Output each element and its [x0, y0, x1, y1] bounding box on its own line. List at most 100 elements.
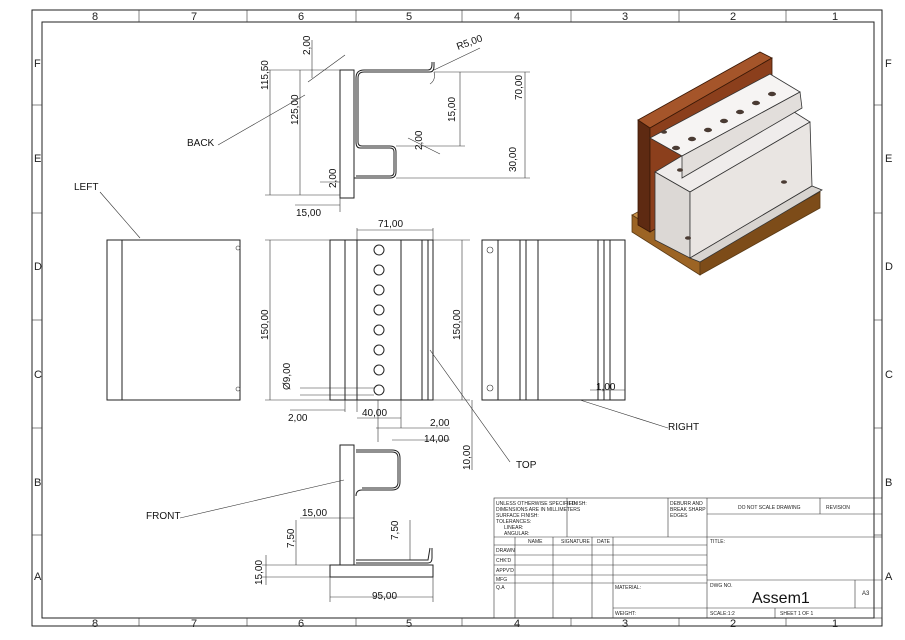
top-view: 71,00 150,00 150,00 Ø9,00 2,00 40,00 2,0… — [260, 219, 537, 471]
zone-row-d-r: D — [885, 261, 893, 273]
tb-material: MATERIAL: — [615, 585, 641, 591]
zone-col-6: 6 — [298, 11, 304, 23]
zone-row-b-r: B — [885, 477, 892, 489]
tb-size: A3 — [862, 591, 870, 597]
iso-holes — [661, 91, 787, 240]
tb-appvd: APPV'D — [496, 568, 514, 574]
dim-r5: R5,00 — [455, 33, 484, 53]
dim-125-00: 125,00 — [290, 94, 301, 125]
left-view: LEFT — [74, 182, 241, 401]
zone-col-1-b: 1 — [832, 618, 838, 630]
tb-tolerances: TOLERANCES: — [496, 519, 531, 525]
zone-row-e: E — [34, 153, 41, 165]
top-view-holes — [373, 244, 385, 396]
tb-sheet: SHEET 1 OF 1 — [780, 611, 813, 617]
zone-col-3: 3 — [622, 11, 628, 23]
dim-95-00: 95,00 — [372, 591, 397, 602]
tb-deburr-2: BREAK SHARP — [670, 507, 706, 513]
zone-col-5: 5 — [406, 11, 412, 23]
dim-2-00-r: 2,00 — [430, 418, 450, 429]
zone-row-c: C — [34, 369, 42, 381]
zone-col-5-b: 5 — [406, 618, 412, 630]
tb-weight: WEIGHT: — [615, 611, 636, 617]
dim-71-00: 71,00 — [378, 219, 403, 230]
zone-row-f: F — [34, 58, 41, 70]
tb-title: TITLE: — [710, 539, 725, 545]
title-block: UNLESS OTHERWISE SPECIFIED: DIMENSIONS A… — [493, 497, 883, 619]
dim-15-00-base: 15,00 — [296, 208, 321, 219]
label-back: BACK — [187, 138, 215, 149]
dim-7-50-b: 7,50 — [390, 520, 401, 540]
tb-name: NAME — [528, 539, 543, 545]
zone-row-b: B — [34, 477, 41, 489]
tb-deburr-1: DEBURR AND — [670, 501, 703, 507]
dim-dia9: Ø9,00 — [282, 362, 293, 390]
tb-revision: REVISION — [826, 505, 850, 511]
dim-14-00: 14,00 — [424, 434, 449, 445]
dim-150-00-left: 150,00 — [260, 309, 271, 340]
tb-drawn: DRAWN — [496, 548, 515, 554]
dim-15-00-side: 15,00 — [447, 97, 458, 122]
label-front: FRONT — [146, 511, 180, 522]
zone-col-3-b: 3 — [622, 618, 628, 630]
zone-row-c-r: C — [885, 369, 893, 381]
dim-150-00-right: 150,00 — [452, 309, 463, 340]
tb-dims-mm: DIMENSIONS ARE IN MILLIMETERS — [496, 507, 581, 513]
zone-col-8: 8 — [92, 11, 98, 23]
zone-labels-bottom: 8 7 6 5 4 3 2 1 — [92, 618, 838, 630]
tb-mfg: MFG — [496, 577, 507, 583]
label-right: RIGHT — [668, 422, 699, 433]
zone-labels-right: F E D C B A — [885, 58, 893, 583]
dim-115-50: 115,50 — [260, 60, 271, 90]
tb-qa: Q.A — [496, 585, 505, 591]
tb-chkd: CHK'D — [496, 558, 512, 564]
tb-do-not-scale: DO NOT SCALE DRAWING — [738, 505, 801, 511]
tb-unless: UNLESS OTHERWISE SPECIFIED: — [496, 501, 577, 507]
tb-drawing-name: Assem1 — [752, 590, 810, 607]
dim-7-50-a: 7,50 — [286, 528, 297, 548]
label-left: LEFT — [74, 182, 98, 193]
dim-2-00-low: 2,00 — [328, 168, 339, 188]
dim-40-00: 40,00 — [362, 408, 387, 419]
zone-col-7-b: 7 — [191, 618, 197, 630]
dim-30-00: 30,00 — [508, 147, 519, 172]
tb-date: DATE — [597, 539, 611, 545]
dim-1-00: 1,00 — [596, 382, 616, 393]
tb-dwg-no: DWG NO. — [710, 583, 733, 589]
tb-angular: ANGULAR: — [504, 531, 530, 537]
zone-row-f-r: F — [885, 58, 892, 70]
label-top: TOP — [516, 460, 537, 471]
dim-2-00-bot: 2,00 — [288, 413, 308, 424]
zone-col-4-b: 4 — [514, 618, 520, 630]
zone-row-e-r: E — [885, 153, 892, 165]
isometric-view — [631, 51, 823, 276]
dim-2-00-mid: 2,00 — [414, 130, 425, 150]
zone-col-2: 2 — [730, 11, 736, 23]
zone-labels-left: F E D C B A — [34, 58, 42, 583]
zone-col-7: 7 — [191, 11, 197, 23]
dim-70-00: 70,00 — [514, 75, 525, 100]
zone-row-a: A — [34, 571, 42, 583]
tb-linear: LINEAR: — [504, 525, 523, 531]
front-view: 15,00 7,50 7,50 15,00 95,00 FRONT — [146, 444, 434, 602]
zone-labels-top: 8 7 6 5 4 3 2 1 — [92, 11, 838, 23]
dim-15-00-front: 15,00 — [302, 508, 327, 519]
zone-ticks — [32, 10, 882, 626]
dim-15-00-fb: 15,00 — [254, 560, 265, 585]
tb-scale: SCALE:1:2 — [710, 611, 735, 617]
tb-finish: FINISH: — [569, 501, 587, 507]
right-view: 1,00 RIGHT — [481, 239, 699, 433]
zone-col-4: 4 — [514, 11, 520, 23]
dim-2-00-top: 2,00 — [302, 35, 313, 55]
dim-10-00: 10,00 — [462, 445, 473, 470]
zone-row-a-r: A — [885, 571, 893, 583]
zone-col-2-b: 2 — [730, 618, 736, 630]
tb-deburr-3: EDGES — [670, 513, 688, 519]
tb-surface: SURFACE FINISH: — [496, 513, 539, 519]
zone-col-8-b: 8 — [92, 618, 98, 630]
zone-col-6-b: 6 — [298, 618, 304, 630]
tb-signature: SIGNATURE — [561, 539, 590, 545]
zone-row-d: D — [34, 261, 42, 273]
